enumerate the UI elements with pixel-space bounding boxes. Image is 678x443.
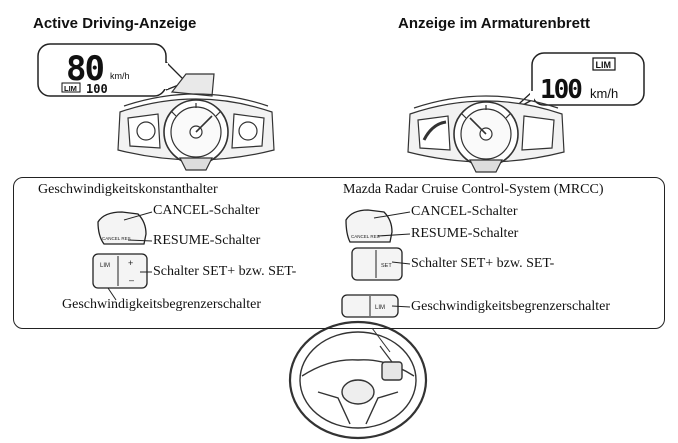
right-limiter-label: Geschwindigkeitsbegrenzerschalter — [411, 299, 611, 314]
switch-explanation-panel — [13, 177, 665, 329]
right-cancel-switch-text: CANCEL RES — [351, 234, 380, 239]
panel-to-wheel-connector — [371, 327, 391, 353]
cluster-display-unit: km/h — [590, 86, 618, 101]
left-cancel-resume-switch — [97, 211, 147, 245]
active-display-lim-badge — [61, 82, 81, 93]
active-display-unit: km/h — [110, 71, 130, 81]
cluster-display-limit-value: 100 — [540, 75, 582, 105]
left-cancel-switch-text: CANCEL RES — [102, 236, 131, 241]
left-set-label: Schalter SET+ bzw. SET- — [153, 264, 297, 279]
left-instrument-cluster — [117, 73, 275, 171]
left-limiter-switch-text: LIM — [100, 263, 110, 269]
cluster-display-lim-badge — [592, 57, 616, 71]
right-cancel-label: CANCEL-Schalter — [411, 204, 518, 219]
right-panel-title: Mazda Radar Cruise Control-System (MRCC) — [343, 182, 604, 197]
right-limiter-switch — [341, 294, 399, 318]
right-set-switch-text: SET — [381, 263, 392, 269]
cluster-display-callout — [509, 52, 645, 113]
left-resume-label: RESUME-Schalter — [153, 233, 261, 248]
right-limiter-switch-text: LIM — [375, 305, 385, 311]
right-set-switch — [351, 247, 403, 281]
active-display-limit-value: 100 — [86, 82, 108, 96]
left-set-minus-text: – — [129, 275, 134, 285]
active-display-speed: 80 — [66, 49, 103, 89]
active-driving-heading: Active Driving-Anzeige — [33, 15, 197, 32]
left-cancel-label: CANCEL-Schalter — [153, 203, 260, 218]
left-leader-lines — [107, 211, 153, 301]
left-limiter-label: Geschwindigkeitsbegrenzerschalter — [62, 297, 262, 312]
active-display-lim-text: LIM — [64, 84, 77, 93]
right-cancel-resume-switch — [345, 209, 393, 243]
left-set-limiter-switch — [92, 253, 148, 289]
left-set-plus-text: + — [128, 258, 133, 268]
steering-wheel-illustration — [288, 320, 428, 440]
right-instrument-cluster — [407, 95, 565, 173]
dashboard-display-heading: Anzeige im Armaturenbrett — [398, 15, 590, 32]
cluster-display-lim-text: LIM — [596, 60, 612, 70]
right-leader-lines — [373, 211, 411, 308]
right-resume-label: RESUME-Schalter — [411, 226, 519, 241]
right-set-label: Schalter SET+ bzw. SET- — [411, 256, 555, 271]
left-panel-title: Geschwindigkeitskonstanthalter — [38, 182, 218, 197]
